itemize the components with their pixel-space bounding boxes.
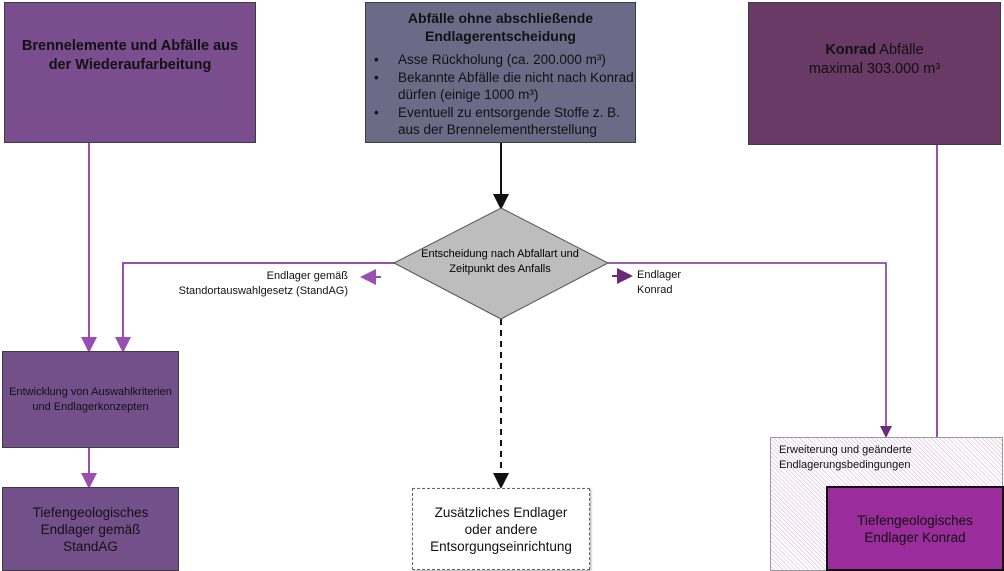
konrad-line2: maximal 303.000 m³: [808, 61, 941, 77]
erweiterung-text: Erweiterung und geänderte Endlagerungsbe…: [779, 444, 912, 471]
list-item: Eventuell zu entsorgende Stoffe z. B. au…: [374, 104, 635, 139]
zusaetzliches-endlager-box: Zusätzliches Endlager oder andere Entsor…: [412, 488, 590, 570]
abfaelle-ohne-entscheidung-box: Abfälle ohne abschließende Endlagerentsc…: [365, 2, 636, 143]
entwicklung-text: Entwicklung von Auswahlkriterien und End…: [9, 385, 172, 413]
list-item: Asse Rückholung (ca. 200.000 m³): [374, 51, 635, 69]
label-endlager-konrad: Endlager Konrad: [637, 269, 682, 296]
zusaetzlich-text: Zusätzliches Endlager oder andere Entsor…: [430, 504, 572, 554]
abfaelle-ohne-list: Asse Rückholung (ca. 200.000 m³) Bekannt…: [366, 51, 635, 139]
tiefengeologisches-konrad-box: Tiefengeologisches Endlager Konrad: [826, 486, 1004, 571]
tief-standag-text: Tiefengeologisches Endlager gemäß StandA…: [32, 504, 149, 554]
konrad-rest: Abfälle: [876, 42, 924, 58]
konrad-abfaelle-box: Konrad Abfälle maximal 303.000 m³: [748, 2, 1001, 145]
konrad-bold: Konrad: [825, 42, 877, 58]
tief-konrad-text: Tiefengeologisches Endlager Konrad: [857, 512, 973, 545]
list-item: Bekannte Abfälle die nicht nach Konrad d…: [374, 69, 635, 104]
arrow-decision-entw: [115, 262, 395, 353]
arrow-decision-erw: [608, 262, 892, 438]
entwicklung-box: Entwicklung von Auswahlkriterien und End…: [2, 351, 179, 448]
decision-text: Entscheidung nach Abfallart und Zeitpunk…: [421, 248, 579, 275]
decision-diamond: [392, 207, 610, 320]
konrad-line1: Konrad Abfälle: [749, 41, 1000, 60]
label-endlager-standag: Endlager gemäß Standortauswahlgesetz (St…: [178, 270, 348, 297]
tiefengeologisches-standag-box: Tiefengeologisches Endlager gemäß StandA…: [2, 487, 179, 571]
abfaelle-ohne-title: Abfälle ohne abschließende Endlagerentsc…: [407, 10, 594, 44]
brennelemente-text: Brennelemente und Abfälle aus der Wieder…: [21, 38, 239, 73]
brennelemente-box: Brennelemente und Abfälle aus der Wieder…: [4, 2, 256, 143]
